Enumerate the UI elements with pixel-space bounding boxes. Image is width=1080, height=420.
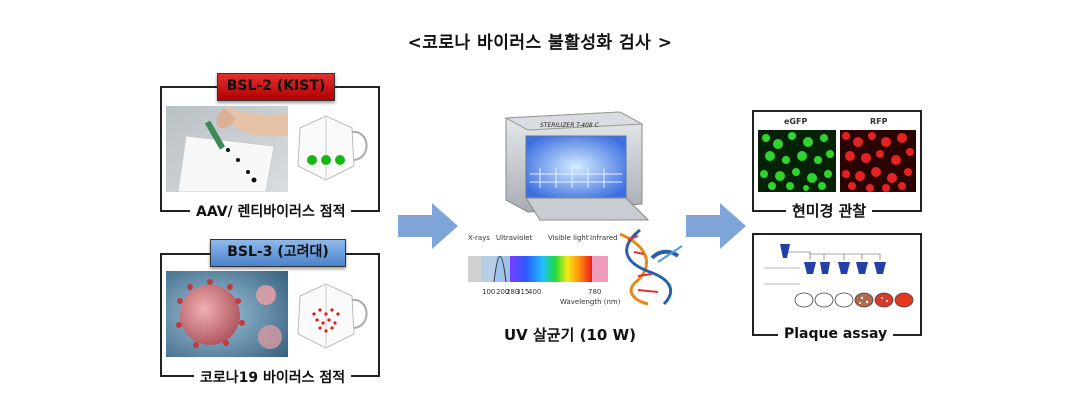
spectrum-tick: 280: [506, 288, 520, 296]
rfp-image: [840, 130, 916, 192]
egfp-image: [758, 130, 836, 192]
spectrum-tick: 200: [496, 288, 510, 296]
spectrum-label-visible: Visible light: [548, 234, 589, 242]
bsl2-badge: BSL-2 (KIST): [217, 73, 335, 101]
coronavirus-image: [166, 271, 288, 357]
mask-green-dots: [292, 110, 374, 188]
svg-text:STERILIZER T-408 C: STERILIZER T-408 C: [540, 122, 600, 129]
plaque-assay-diagram: [760, 238, 914, 324]
spectrum-axis-label: Wavelength (nm): [560, 298, 621, 306]
arrow-right-icon: [686, 203, 746, 249]
uv-sterilizer-image: STERILIZER T-408 C: [500, 108, 650, 224]
spectrum-label-uv: Ultraviolet: [496, 234, 533, 242]
egfp-label: eGFP: [784, 117, 808, 126]
spectrum-label-infrared: Infrared: [590, 234, 618, 242]
mask-red-dots: [292, 278, 374, 354]
dna-helix-icon: [612, 228, 690, 306]
uv-sterilizer-caption: UV 살균기 (10 W): [504, 326, 636, 344]
spectrum-tick: 315: [516, 288, 530, 296]
microscopy-caption: 현미경 관찰: [786, 200, 873, 221]
bsl3-badge: BSL-3 (고려대): [210, 239, 346, 267]
arrow-right-icon: [398, 203, 458, 249]
dropper-photo: [166, 106, 288, 193]
diagram-title: <코로나 바이러스 불활성화 검사 >: [407, 33, 673, 53]
bsl2-caption: AAV/ 렌티바이러스 점적: [190, 201, 352, 221]
uv-spectrum-chart: [466, 228, 612, 302]
bsl3-caption: 코로나19 바이러스 점적: [194, 367, 352, 387]
rfp-label: RFP: [870, 117, 888, 126]
plaque-assay-caption: Plaque assay: [778, 326, 894, 342]
spectrum-tick: 780: [588, 288, 602, 296]
spectrum-tick: 400: [528, 288, 542, 296]
spectrum-tick: 100: [482, 288, 496, 296]
spectrum-label-xrays: X-rays: [468, 234, 490, 242]
